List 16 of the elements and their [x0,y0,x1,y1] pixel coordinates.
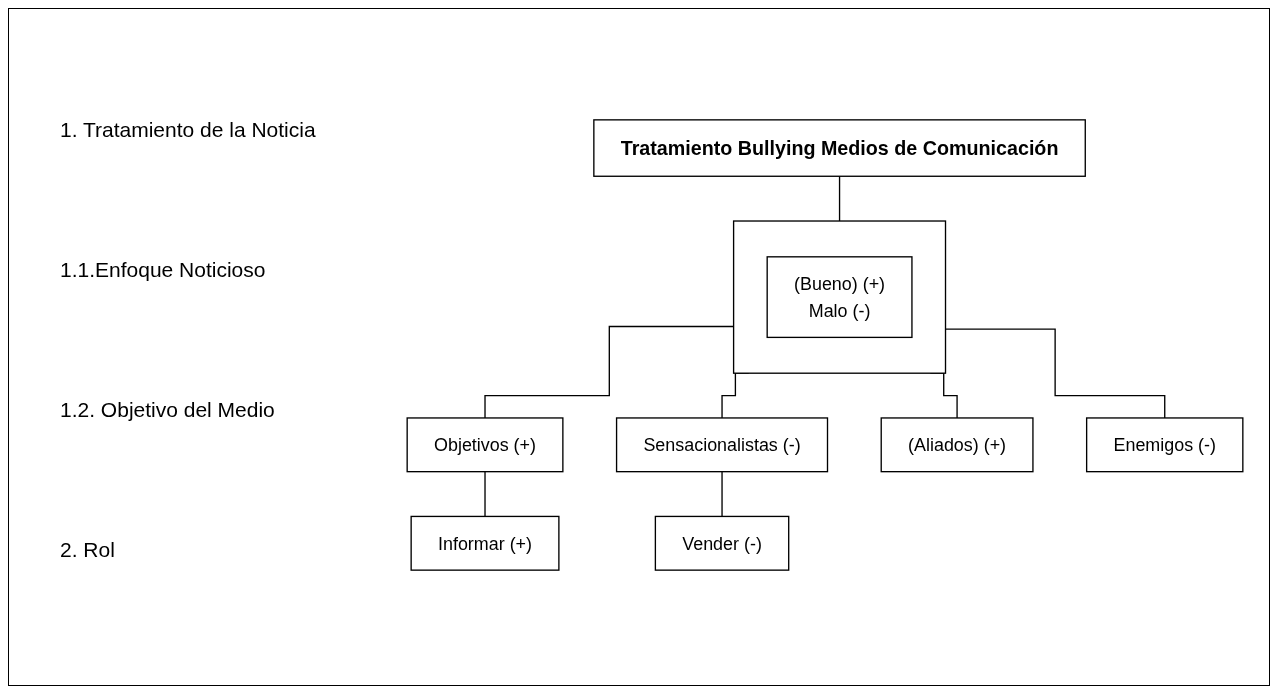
cluster [732,220,947,374]
node-box: Enemigos (-) [1085,417,1244,473]
node-box: Informar (+) [410,515,560,571]
connector [838,175,841,222]
node-box: Tratamiento Bullying Medios de Comunicación [593,119,1086,177]
node-box: Objetivos (+) [406,417,564,473]
connector [721,471,723,518]
node-box: Sensacionalistas (-) [615,417,829,473]
level-label: 1.1.Enfoque Noticioso [60,258,267,282]
node-box: Vender (-) [654,515,790,571]
node-box: (Bueno) (+) Malo (-) [766,256,913,339]
node-box: (Aliados) (+) [880,417,1034,473]
connector [484,471,486,518]
level-label: 2. Rol [60,538,116,562]
level-label: 1.2. Objetivo del Medio [60,398,276,422]
level-label: 1. Tratamiento de la Noticia [60,118,317,142]
